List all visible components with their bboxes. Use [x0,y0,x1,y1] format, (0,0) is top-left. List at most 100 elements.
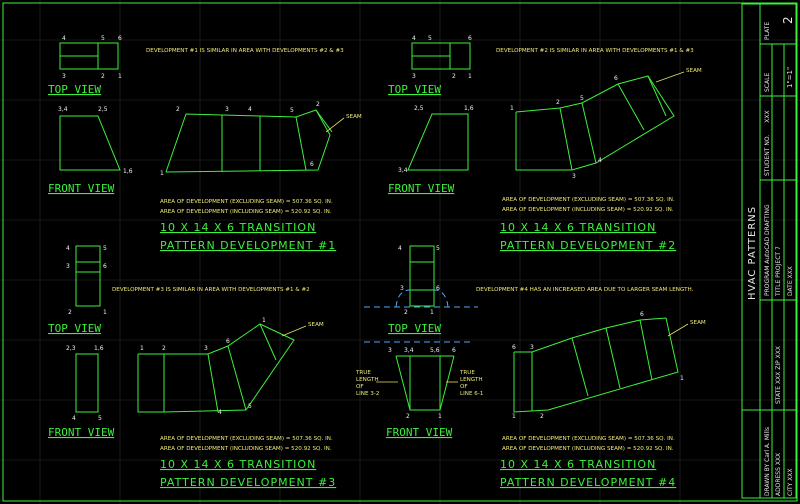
program-line: PROGRAM AutoCAD DRAFTING [764,204,771,296]
pattern-title-line1: 10 X 14 X 6 TRANSITION [160,221,316,234]
pt-label: 6 [640,311,644,318]
pt-label: 5 [428,35,432,42]
pt-label: 2 [406,413,410,420]
front-view-label: FRONT VIEW [48,426,115,439]
area-excluding-seam: AREA OF DEVELOPMENT (EXCLUDING SEAM) = 5… [160,436,333,442]
pt-label: 3 [66,263,70,270]
pt-label: 6 [103,263,107,270]
pt-label: 2 [176,106,180,113]
pt-label: 1 [512,413,516,420]
pt-label: 3 [225,106,229,113]
pattern-outline [513,317,679,413]
pt-label: 6 [436,285,440,292]
development-note: DEVELOPMENT #4 HAS AN INCREASED AREA DUE… [476,287,694,293]
pt-label: 2,3 [66,345,76,352]
seam-label: SEAM [686,68,702,74]
pattern-title-line1: 10 X 14 X 6 TRANSITION [500,458,656,471]
pt-label: 1 [438,413,442,420]
pt-label: 4 [398,245,402,252]
pt-label: 6 [310,161,314,168]
pt-label: 3 [204,345,208,352]
pt-label: 2 [316,101,320,108]
pt-label: 4 [62,35,66,42]
pt-label: 2 [556,99,560,106]
pattern-title-line2: PATTERN DEVELOPMENT #4 [500,476,676,489]
pt-label: 3 [62,73,66,80]
pt-label: 2 [68,309,72,316]
development-note: DEVELOPMENT #2 IS SIMILAR IN AREA WITH D… [496,48,694,54]
pt-label: 5 [98,415,102,422]
pt-label: 3 [400,285,404,292]
pt-label: 6 [452,347,456,354]
scale-value: 1"=1" [786,67,794,88]
true-length-note-b: TRUE LENGTH OF LINE 6-1 [459,370,484,397]
pt-label: 1 [510,105,514,112]
pt-label: 1 [468,73,472,80]
pt-label: 5 [103,245,107,252]
pt-label: 5,6 [430,347,440,354]
top-view-label: TOP VIEW [388,322,441,335]
pt-label: 6 [512,344,516,351]
pattern-title-line1: 10 X 14 X 6 TRANSITION [160,458,316,471]
pattern-outline [137,323,295,413]
pt-label: 3 [388,347,392,354]
true-length-note-a: TRUE LENGTH OF LINE 3-2 [355,370,380,397]
pt-label: 1 [680,375,684,382]
pt-label: 2 [404,309,408,316]
front-view-label: FRONT VIEW [386,426,453,439]
pt-label: 6 [468,35,472,42]
pt-label: 4 [412,35,416,42]
title-line: TITLE PROJECT 7 [775,246,782,297]
front-view-outline [395,355,455,411]
drawn-by: DRAWN BY Carl A. Mills [764,427,771,496]
front-view-label: FRONT VIEW [388,182,455,195]
drawing-title: HVAC PATTERNS [747,206,758,300]
pt-label: 6 [226,338,230,345]
pt-label: 4 [72,415,76,422]
pt-label: 3 [412,73,416,80]
area-including-seam: AREA OF DEVELOPMENT (INCLUDING SEAM) = 5… [502,207,674,213]
front-view-outline [59,115,121,171]
pt-label: 4 [66,245,70,252]
pt-label: 1,6 [94,345,104,352]
title-block: PLATE 2 SCALE 1"=1" STUDENT NO.XXX PROGR… [741,3,797,499]
area-excluding-seam: AREA OF DEVELOPMENT (EXCLUDING SEAM) = 5… [502,436,675,442]
address-line: ADDRESS XXX [775,453,782,496]
top-view-label: TOP VIEW [48,83,101,96]
panel-development-2: 4 5 6 3 2 1 TOP VIEW DEVELOPMENT #2 IS S… [388,35,702,252]
pattern-title-line2: PATTERN DEVELOPMENT #1 [160,239,336,252]
pt-label: 3 [530,344,534,351]
pt-label: 5 [248,403,252,410]
pt-label: 3,4 [398,167,408,174]
area-excluding-seam: AREA OF DEVELOPMENT (EXCLUDING SEAM) = 5… [502,197,675,203]
pt-label: 5 [580,95,584,102]
pattern-title-line1: 10 X 14 X 6 TRANSITION [500,221,656,234]
pt-label: 2 [101,73,105,80]
front-view-outline [75,353,99,413]
pt-label: 1 [103,309,107,316]
pt-label: 5 [290,107,294,114]
seam-label: SEAM [308,322,324,328]
pt-label: 1 [430,309,434,316]
top-view-outline [75,245,101,307]
pt-label: 2,5 [98,106,108,113]
date-line: DATE XXX [787,266,794,296]
area-excluding-seam: AREA OF DEVELOPMENT (EXCLUDING SEAM) = 5… [160,199,333,205]
pt-label: 1,6 [123,168,133,175]
pt-label: 2 [162,345,166,352]
pattern-title-line2: PATTERN DEVELOPMENT #3 [160,476,336,489]
plate-number: 2 [781,16,795,24]
front-view-label: FRONT VIEW [48,182,115,195]
panel-development-1: 4 5 6 3 2 1 TOP VIEW DEVELOPMENT #1 IS S… [48,35,362,252]
pt-label: 6 [614,75,618,82]
pt-label: 5 [101,35,105,42]
pattern-outline [515,75,675,171]
panel-development-3: 4 5 3 6 2 1 TOP VIEW DEVELOPMENT #3 IS S… [48,245,336,489]
seam-label: SEAM [690,320,706,326]
pt-label: 6 [118,35,122,42]
pt-label: 4 [248,106,252,113]
city-line: CITY XXX [787,468,794,496]
